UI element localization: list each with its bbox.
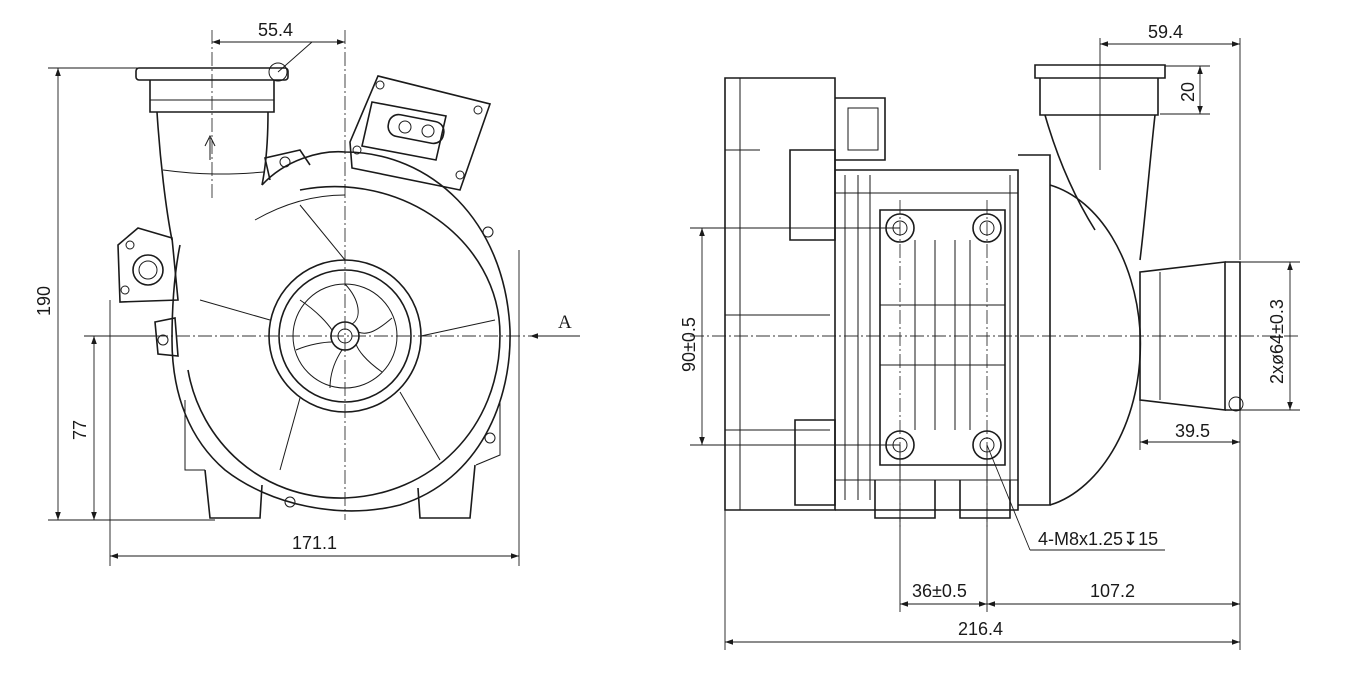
side-dim-flange-height: 20	[1160, 65, 1210, 115]
side-dim-flange-height-label: 20	[1178, 82, 1198, 102]
front-dim-width-label: 171.1	[292, 533, 337, 553]
side-volute-housing	[1018, 64, 1244, 506]
side-thread-callout-label: 4-M8x1.25↧15	[1038, 529, 1158, 549]
side-dim-overall-length-label: 216.4	[958, 619, 1003, 639]
side-finned-body	[835, 169, 1019, 519]
side-dim-outlet-diameter-label: 2xø64±0.3	[1267, 299, 1287, 384]
front-view: 55.4 190 77 171.1 A	[34, 20, 580, 566]
side-dim-top-offset: 59.4	[1099, 22, 1241, 260]
front-dim-top-offset: 55.4	[212, 20, 345, 82]
side-thread-callout: 4-M8x1.25↧15	[986, 444, 1165, 551]
front-dim-top-offset-label: 55.4	[258, 20, 293, 40]
front-top-connector	[349, 75, 492, 191]
side-dim-bottom: 36±0.5 107.2 216.4	[724, 410, 1241, 650]
side-dim-hole-spacing-h-label: 36±0.5	[912, 581, 967, 601]
front-volute-housing	[154, 149, 511, 519]
view-direction-arrow: A	[530, 312, 580, 339]
front-dim-height-label: 190	[34, 286, 54, 316]
side-view: 59.4 20 90±0.5 2xø64±0.3 39.5	[679, 22, 1300, 650]
side-dim-hole-to-end-label: 107.2	[1090, 581, 1135, 601]
side-dim-hole-spacing-v: 90±0.5	[679, 227, 900, 446]
front-side-connector	[117, 227, 179, 303]
side-dim-top-offset-label: 59.4	[1148, 22, 1183, 42]
front-inlet-flange	[135, 67, 289, 113]
front-dim-center-height-label: 77	[70, 420, 90, 440]
side-dim-hole-spacing-v-label: 90±0.5	[679, 317, 699, 372]
front-dim-height: 190	[34, 67, 215, 521]
view-direction-label: A	[558, 312, 572, 333]
side-dim-outlet-offset: 39.5	[1139, 400, 1240, 450]
side-dim-outlet-offset-label: 39.5	[1175, 421, 1210, 441]
side-dim-outlet-diameter: 2xø64±0.3	[1240, 261, 1300, 411]
front-dim-center-height: 77	[70, 335, 155, 520]
front-dim-width: 171.1	[109, 250, 520, 566]
